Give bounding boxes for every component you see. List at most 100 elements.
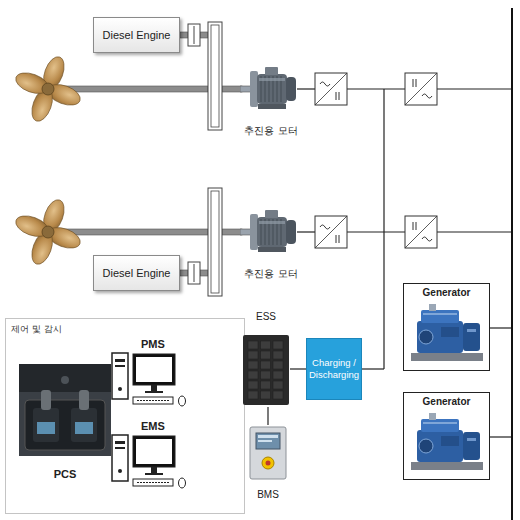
battery-illustration <box>261 391 271 399</box>
power-wire <box>297 89 512 437</box>
node-label: Generator <box>404 287 489 298</box>
converter-symbol <box>405 216 437 248</box>
converter-symbol <box>405 73 437 105</box>
power-wire <box>362 368 384 369</box>
converter-symbol <box>315 73 347 105</box>
generator-illustration <box>407 410 487 476</box>
gearbox-symbol <box>211 191 219 293</box>
motor-icon <box>258 247 286 252</box>
generator-illustration <box>417 430 463 462</box>
converter-symbol <box>315 216 347 248</box>
computer-unit: EMS <box>109 419 194 491</box>
converter-symbol <box>413 222 414 230</box>
converter-symbol <box>405 216 437 248</box>
generator-illustration <box>419 330 433 344</box>
console-photo <box>41 390 51 410</box>
motor-icon <box>286 220 296 244</box>
node-label: Diesel Engine <box>103 267 171 279</box>
converter-symbol <box>416 79 417 87</box>
generator-illustration <box>423 422 457 424</box>
bms-device <box>262 457 274 469</box>
propeller-illustration <box>42 226 54 238</box>
engine-box: Diesel Engine <box>93 255 180 291</box>
connector-line <box>267 407 268 425</box>
motor-icon <box>265 67 278 75</box>
propeller-shaft <box>222 86 242 92</box>
console-photo <box>37 422 55 434</box>
engine-box: Diesel Engine <box>93 17 180 53</box>
battery-illustration <box>261 381 271 389</box>
bms-device <box>246 425 290 481</box>
motor-icon <box>250 71 258 107</box>
power-wire <box>383 89 384 369</box>
control-panel: 제어 및 감시PMSPCSEMS <box>5 318 245 514</box>
clutch-symbol <box>194 264 195 282</box>
generator-illustration <box>417 321 463 353</box>
console-photo <box>19 364 111 456</box>
node-label: 추진용 모터 <box>240 124 302 138</box>
clutch-symbol <box>188 262 200 284</box>
computer-icon <box>145 391 163 393</box>
converter-symbol <box>336 92 337 100</box>
converter-symbol <box>315 73 347 105</box>
converter-symbol <box>405 73 437 105</box>
propeller-illustration <box>13 197 83 267</box>
generator-illustration <box>407 301 487 367</box>
clutch-symbol <box>194 26 195 44</box>
converter-box: Charging / Discharging <box>306 338 362 400</box>
console-unit: PCS <box>19 364 111 486</box>
converter-symbol <box>405 73 437 105</box>
power-wire <box>490 327 512 328</box>
connector-line <box>290 368 306 369</box>
motor-icon <box>258 104 286 109</box>
motor-icon <box>259 221 285 224</box>
generator-illustration <box>429 304 436 311</box>
console-photo <box>33 408 59 442</box>
computer-icon <box>136 357 172 382</box>
battery-illustration <box>273 381 283 389</box>
battery-unit: ESS <box>242 305 290 407</box>
bms-device <box>258 435 278 438</box>
generator-box: Generator <box>403 392 490 480</box>
converter-symbol <box>416 222 417 230</box>
generator-illustration <box>411 353 483 361</box>
power-wire <box>297 88 315 89</box>
computer-icon <box>133 397 173 404</box>
converter-symbol <box>315 216 347 248</box>
converter-symbol <box>339 235 340 243</box>
computer-icon <box>115 365 125 367</box>
clutch-symbol <box>188 24 200 46</box>
bms-device <box>266 461 271 466</box>
computer-icon <box>136 439 172 464</box>
gearbox-symbol <box>211 25 219 127</box>
generator-illustration <box>463 432 480 460</box>
gearbox-symbol <box>208 188 222 296</box>
node-label: EMS <box>141 420 165 432</box>
motor-unit: 추진용 모터 <box>240 209 302 283</box>
converter-symbol <box>422 94 432 98</box>
converter-symbol <box>413 79 414 87</box>
computer-icon <box>118 469 122 473</box>
battery-illustration <box>261 371 271 379</box>
node-label: Charging / Discharging <box>307 357 361 382</box>
node-label: Generator <box>404 396 489 407</box>
computer-icon <box>115 359 125 362</box>
console-photo <box>79 390 89 410</box>
converter-symbol <box>320 225 330 229</box>
computer-icon <box>179 396 186 406</box>
propeller-illustration <box>13 54 83 124</box>
battery-illustration <box>273 351 283 359</box>
power-wire <box>490 436 512 437</box>
battery-illustration <box>273 341 283 349</box>
node-label: PMS <box>141 338 165 350</box>
node-label: ESS <box>242 311 290 322</box>
battery-illustration <box>273 371 283 379</box>
converter-symbol <box>315 73 347 105</box>
motor-icon <box>259 78 285 81</box>
computer-icon <box>115 441 125 444</box>
power-wire <box>347 88 405 89</box>
computer-icon <box>151 467 157 473</box>
generator-illustration <box>411 462 483 470</box>
console-photo <box>19 364 111 392</box>
generator-illustration <box>421 310 459 323</box>
